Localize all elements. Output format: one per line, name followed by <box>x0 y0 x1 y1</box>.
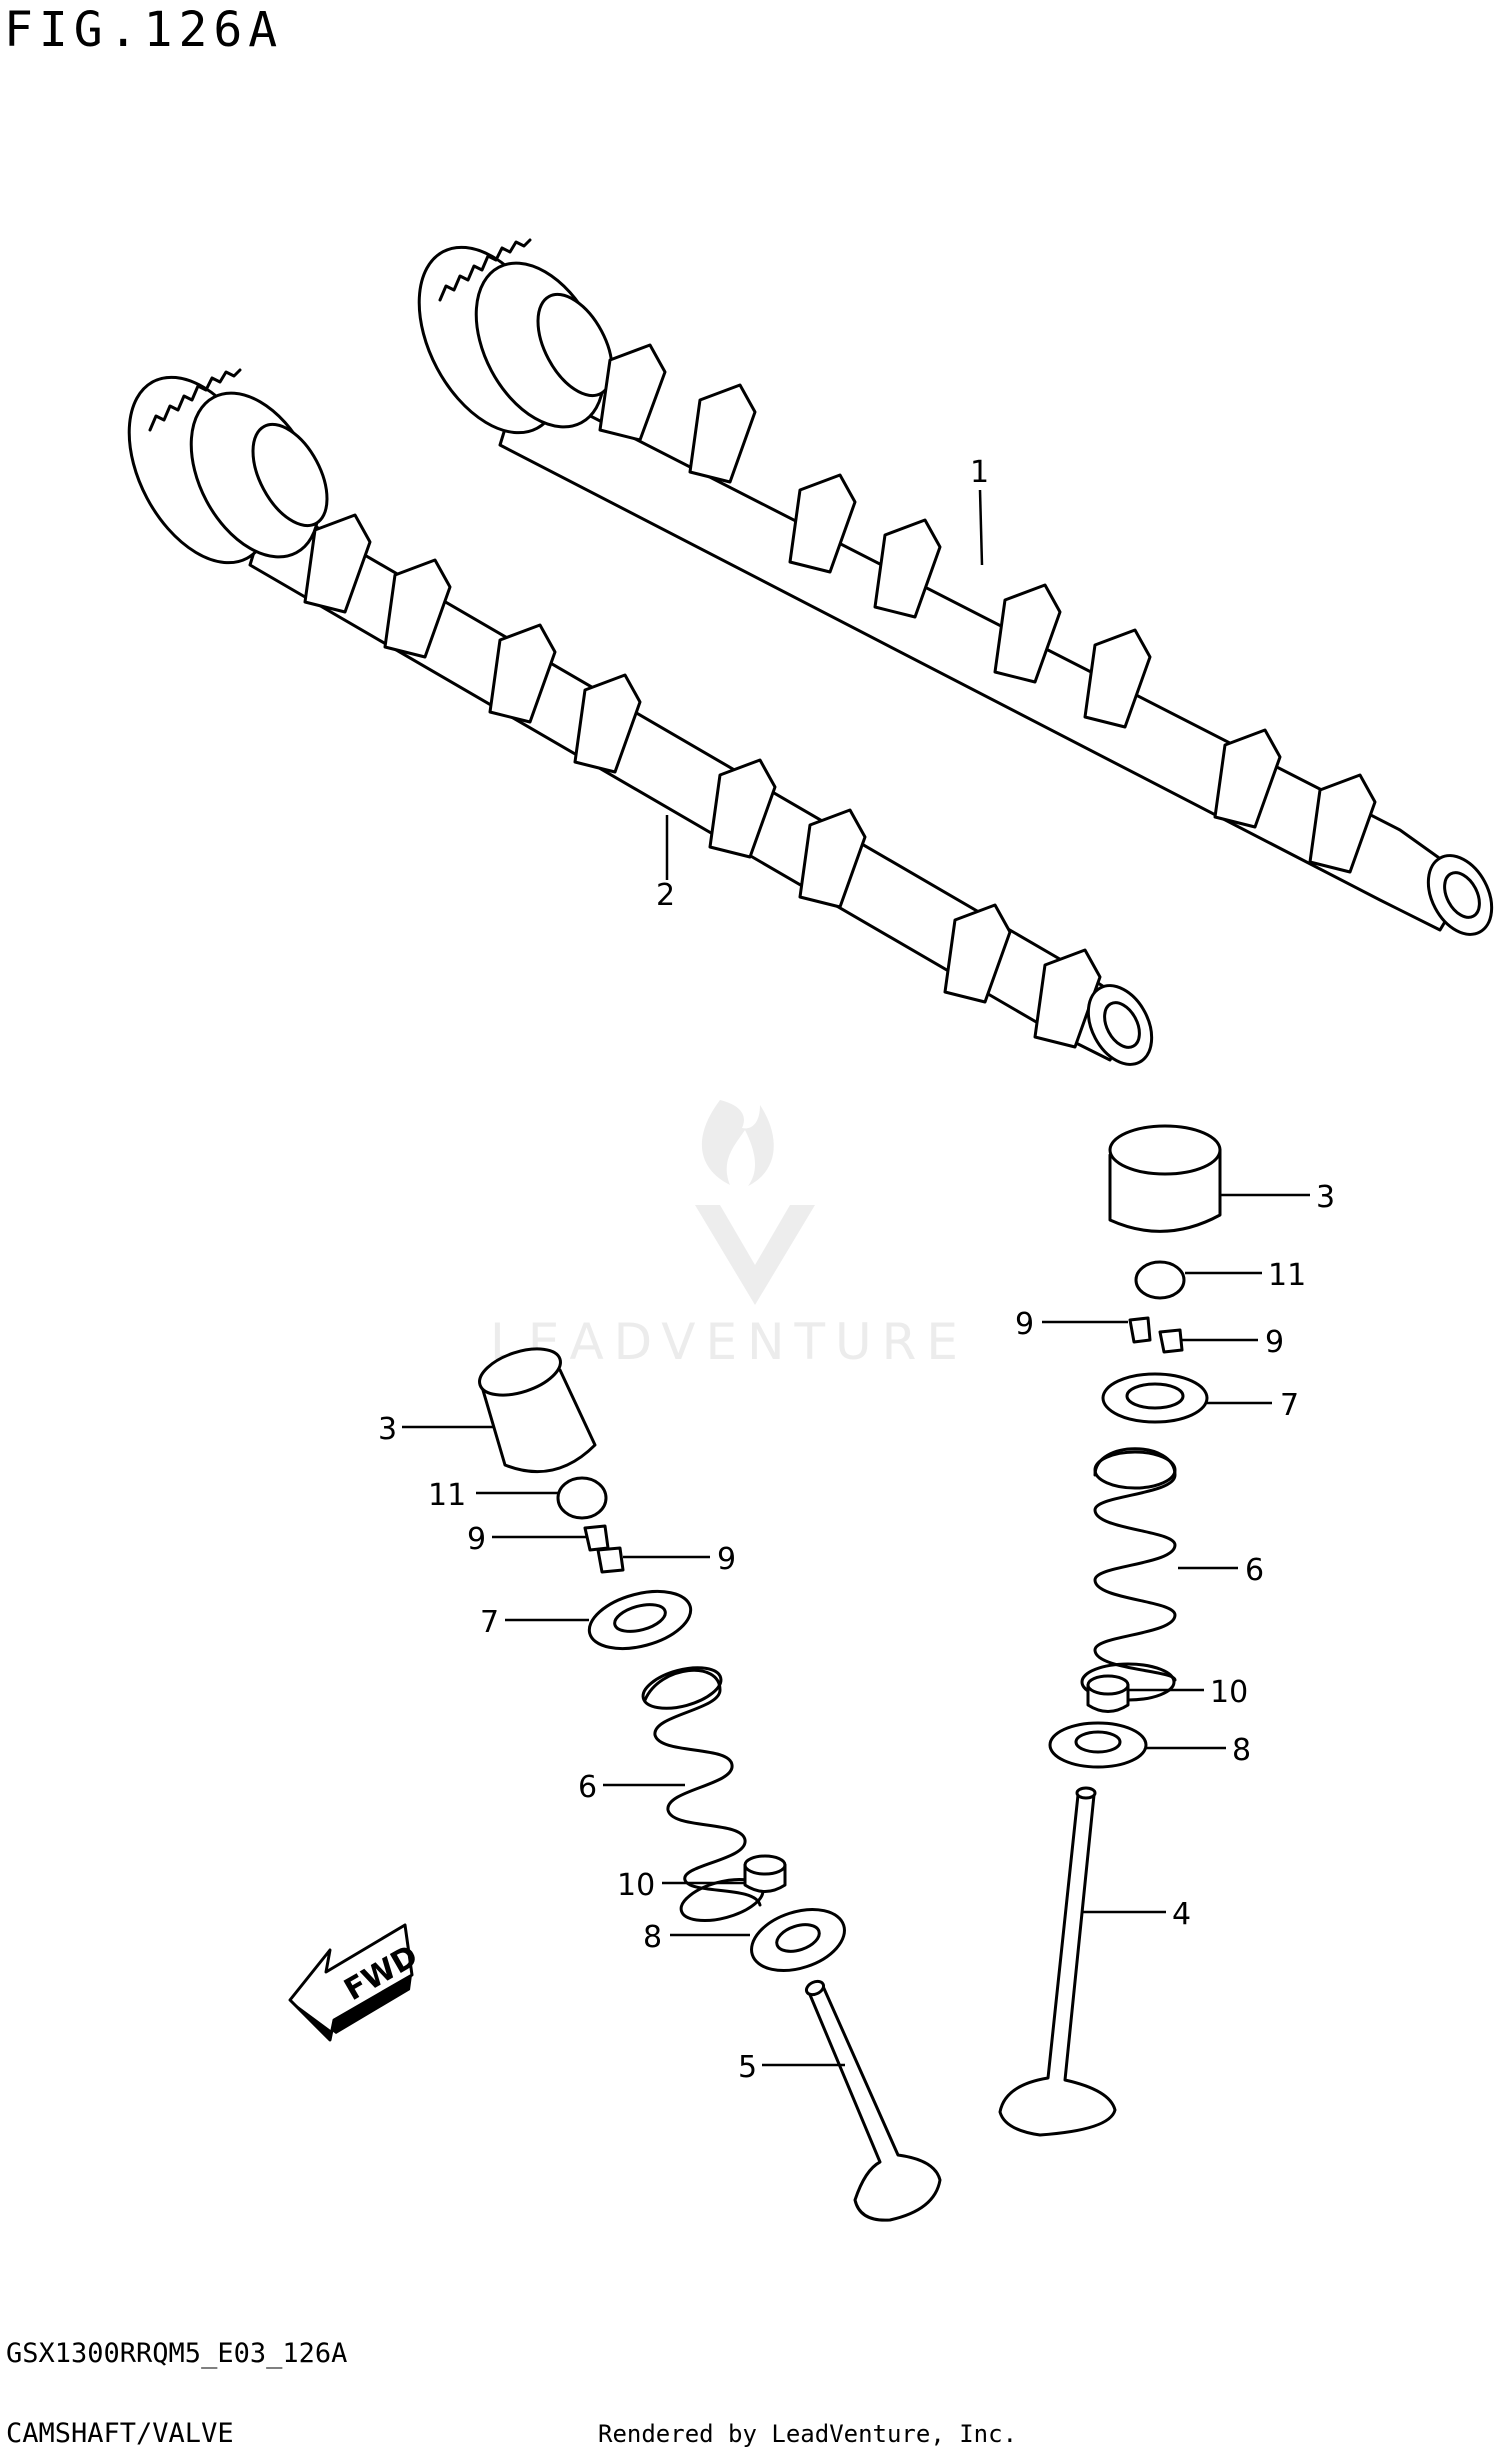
fwd-arrow-icon: FWD <box>288 1923 424 2042</box>
callout-10-left: 10 <box>617 1868 655 1903</box>
valve-cotter-left <box>583 1524 625 1574</box>
callout-6-right: 6 <box>1245 1553 1264 1588</box>
shim-left <box>556 1476 608 1520</box>
callout-9-right-a: 9 <box>1015 1307 1034 1342</box>
camshaft-2 <box>127 368 1154 1066</box>
callout-5: 5 <box>738 2050 757 2085</box>
callout-9-right-b: 9 <box>1265 1325 1284 1360</box>
spring-seat-left <box>750 1908 846 1972</box>
callout-1: 1 <box>970 455 989 490</box>
valve-right <box>998 1786 1117 2137</box>
callout-7-left: 7 <box>480 1605 499 1640</box>
callout-10-right: 10 <box>1210 1675 1248 1710</box>
watermark-logo-icon <box>695 1100 815 1305</box>
callout-9-left-b: 9 <box>717 1542 736 1577</box>
watermark-text: LEADVENTURE <box>490 1313 968 1371</box>
spring-retainer-right <box>1101 1372 1209 1424</box>
section-name: CAMSHAFT/VALVE <box>6 2418 234 2449</box>
callout-8-left: 8 <box>643 1920 662 1955</box>
valve-cotter-right <box>1128 1316 1184 1354</box>
callout-11-right: 11 <box>1268 1258 1306 1293</box>
valve-stem-seal-right <box>1086 1674 1130 1713</box>
render-credit: Rendered by LeadVenture, Inc. <box>598 2420 1018 2448</box>
callout-4: 4 <box>1172 1897 1191 1932</box>
valve-left <box>804 1979 942 2222</box>
callout-11-left: 11 <box>428 1478 466 1513</box>
callout-3-left: 3 <box>378 1412 397 1447</box>
leader-lines <box>402 489 1310 2067</box>
tappet-left <box>478 1347 597 1474</box>
valve-spring-right <box>1080 1447 1177 1702</box>
tappet-right <box>1108 1124 1222 1233</box>
callout-7-right: 7 <box>1280 1388 1299 1423</box>
camshaft-1 <box>417 238 1494 936</box>
callout-8-right: 8 <box>1232 1733 1251 1768</box>
shim-right <box>1134 1260 1186 1300</box>
spring-seat-right <box>1048 1721 1148 1769</box>
valve-stem-seal-left <box>743 1854 787 1893</box>
callout-labels: 1 2 3 11 9 9 7 6 10 8 4 3 11 9 9 7 6 10 … <box>378 455 1335 2085</box>
callout-3-right: 3 <box>1316 1180 1335 1215</box>
callout-6-left: 6 <box>578 1770 597 1805</box>
callout-2: 2 <box>656 878 675 913</box>
spring-retainer-left <box>587 1590 693 1650</box>
figure-title: FIG.126A <box>4 2 284 58</box>
callout-9-left-a: 9 <box>467 1522 486 1557</box>
model-code: GSX1300RRQM5_E03_126A <box>6 2338 348 2369</box>
